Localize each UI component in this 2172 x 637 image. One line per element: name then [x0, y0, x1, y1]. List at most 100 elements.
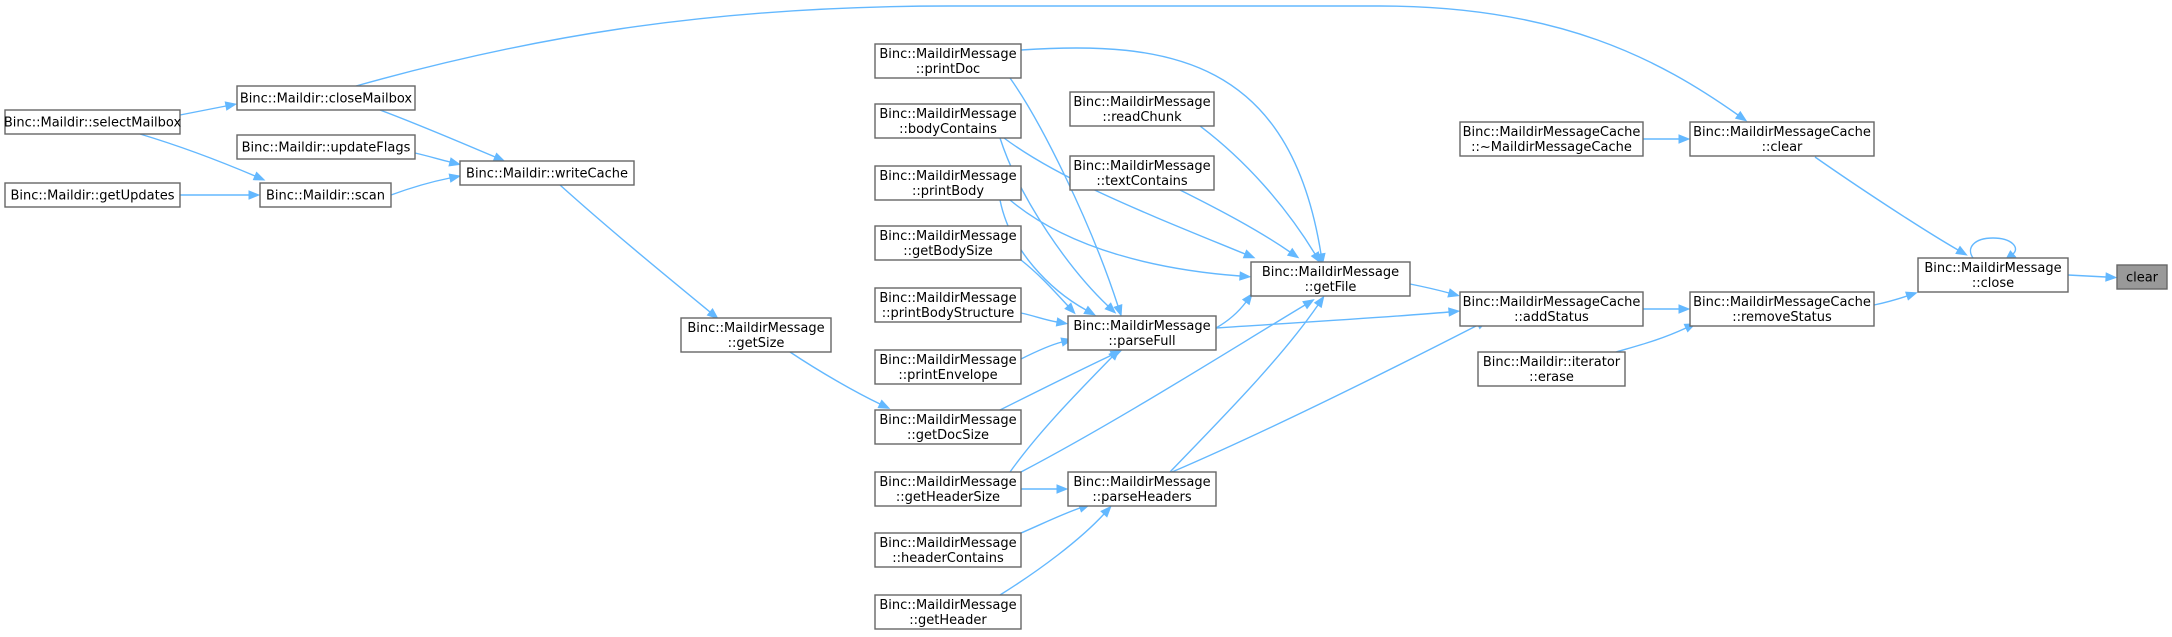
edge-line: [1020, 259, 1069, 307]
arrowhead-icon: [1678, 134, 1691, 144]
edge-get_file-to-add_status: [1409, 283, 1460, 298]
arrowhead-icon: [1064, 302, 1076, 315]
edge-line: [1169, 304, 1319, 473]
node-label: ::erase: [1529, 370, 1574, 385]
node-update-flags[interactable]: Binc::Maildir::updateFlags: [236, 134, 416, 160]
arrowhead-icon: [1448, 307, 1461, 317]
edge-line: [1215, 301, 1247, 329]
node-label: Binc::MaildirMessage: [879, 107, 1016, 122]
edge-line: [355, 5, 1739, 116]
edge-get_header-to-parse_headers: [999, 505, 1112, 596]
node-get-header-size[interactable]: Binc::MaildirMessage::getHeaderSize: [874, 471, 1022, 507]
node-label: ::close: [1972, 276, 2014, 291]
edge-add_status-to-remove_status: [1643, 304, 1691, 314]
node-label: ::printDoc: [916, 62, 980, 77]
node-get-header[interactable]: Binc::MaildirMessage::getHeader: [874, 594, 1022, 630]
arrowhead-icon: [1100, 505, 1112, 518]
node-box: [874, 103, 1022, 139]
edge-close-to-close: [1969, 237, 2017, 262]
node-write-cache[interactable]: Binc::Maildir::writeCache: [459, 160, 635, 186]
node-add-status[interactable]: Binc::MaildirMessageCache::addStatus: [1459, 291, 1644, 327]
node-box: [1459, 121, 1644, 157]
node-destructor[interactable]: Binc::MaildirMessageCache::~MaildirMessa…: [1459, 121, 1644, 157]
edge-erase-to-remove_status: [1615, 323, 1697, 353]
node-scan[interactable]: Binc::Maildir::scan: [259, 182, 392, 208]
node-label: ::getBodySize: [903, 244, 993, 259]
edge-line: [1969, 237, 2017, 259]
node-print-doc[interactable]: Binc::MaildirMessage::printDoc: [874, 43, 1022, 79]
node-label: ::getSize: [728, 336, 785, 351]
node-text-contains[interactable]: Binc::MaildirMessage::textContains: [1069, 155, 1215, 191]
node-label: Binc::MaildirMessage: [879, 353, 1016, 368]
node-parse-full[interactable]: Binc::MaildirMessage::parseFull: [1067, 315, 1217, 351]
arrowhead-icon: [1905, 291, 1918, 301]
node-box: [259, 182, 392, 208]
node-header-contains[interactable]: Binc::MaildirMessage::headerContains: [874, 532, 1022, 568]
node-box: [1477, 351, 1626, 387]
arrowhead-icon: [1310, 251, 1321, 264]
node-print-body-structure[interactable]: Binc::MaildirMessage::printBodyStructure: [874, 287, 1022, 323]
node-cache-clear[interactable]: Binc::MaildirMessageCache::clear: [1689, 121, 1875, 157]
node-select-mailbox[interactable]: Binc::Maildir::selectMailbox: [4, 109, 182, 135]
node-label: ::printBody: [912, 184, 984, 199]
arrowhead-icon: [1108, 348, 1120, 361]
edge-write_cache-to-get_size: [559, 184, 719, 320]
node-read-chunk[interactable]: Binc::MaildirMessage::readChunk: [1069, 91, 1215, 127]
edge-line: [379, 109, 496, 158]
nodes-layer: clearBinc::MaildirMessage::closeBinc::Ma…: [4, 43, 2168, 630]
node-clear[interactable]: clear: [2116, 264, 2168, 290]
edge-line: [1003, 137, 1246, 255]
edge-cache_clear-to-close: [1814, 156, 1968, 256]
edge-line: [999, 354, 1113, 411]
node-box: [4, 109, 181, 135]
node-remove-status[interactable]: Binc::MaildirMessageCache::removeStatus: [1689, 291, 1875, 327]
arrowhead-icon: [1678, 304, 1691, 314]
node-box: [874, 594, 1022, 630]
node-body-contains[interactable]: Binc::MaildirMessage::bodyContains: [874, 103, 1022, 139]
node-label: ::getDocSize: [907, 428, 989, 443]
node-label: Binc::MaildirMessage: [879, 475, 1016, 490]
node-label: Binc::Maildir::selectMailbox: [4, 116, 182, 131]
node-box: [874, 349, 1022, 385]
arrowhead-icon: [1056, 484, 1069, 494]
node-label: Binc::MaildirMessage: [879, 229, 1016, 244]
edge-line: [1020, 507, 1081, 534]
node-close-mailbox[interactable]: Binc::Maildir::closeMailbox: [236, 85, 416, 111]
node-label: clear: [2126, 271, 2159, 286]
edge-line: [999, 513, 1105, 596]
node-get-doc-size[interactable]: Binc::MaildirMessage::getDocSize: [874, 409, 1022, 445]
arrowhead-icon: [1241, 292, 1253, 306]
edge-remove_status-to-close: [1873, 291, 1918, 306]
node-get-size[interactable]: Binc::MaildirMessage::getSize: [680, 317, 832, 353]
node-label: Binc::MaildirMessageCache: [1463, 295, 1641, 310]
arrowhead-icon: [1113, 304, 1123, 317]
node-get-updates[interactable]: Binc::Maildir::getUpdates: [4, 182, 181, 208]
edge-get_updates-to-scan: [180, 190, 261, 200]
node-label: Binc::MaildirMessage: [879, 598, 1016, 613]
node-box: [1067, 315, 1217, 351]
node-print-envelope[interactable]: Binc::MaildirMessage::printEnvelope: [874, 349, 1022, 385]
node-get-body-size[interactable]: Binc::MaildirMessage::getBodySize: [874, 225, 1022, 261]
edge-line: [1020, 312, 1058, 323]
node-label: Binc::MaildirMessage: [879, 413, 1016, 428]
node-label: Binc::MaildirMessage: [1262, 265, 1399, 280]
arrowhead-icon: [1083, 305, 1096, 316]
edge-line: [1009, 199, 1241, 277]
node-box: [236, 134, 416, 160]
node-label: Binc::MaildirMessage: [879, 291, 1016, 306]
node-parse-headers[interactable]: Binc::MaildirMessage::parseHeaders: [1067, 471, 1217, 507]
edge-parse_full-to-get_file: [1215, 292, 1253, 329]
edge-parse_headers-to-add_status: [1171, 319, 1489, 473]
arrowhead-icon: [1239, 271, 1252, 281]
arrowhead-icon: [448, 173, 462, 183]
arrowhead-icon: [1313, 295, 1325, 309]
arrowhead-icon: [706, 308, 719, 320]
node-box: [4, 182, 181, 208]
edge-print_envelope-to-parse_full: [1020, 337, 1074, 360]
node-print-body[interactable]: Binc::MaildirMessage::printBody: [874, 165, 1022, 201]
node-get-file[interactable]: Binc::MaildirMessage::getFile: [1250, 261, 1411, 297]
node-erase[interactable]: Binc::Maildir::iterator::erase: [1477, 351, 1626, 387]
node-close[interactable]: Binc::MaildirMessage::close: [1917, 257, 2069, 293]
node-label: Binc::Maildir::scan: [266, 189, 385, 204]
node-label: Binc::MaildirMessage: [687, 321, 824, 336]
